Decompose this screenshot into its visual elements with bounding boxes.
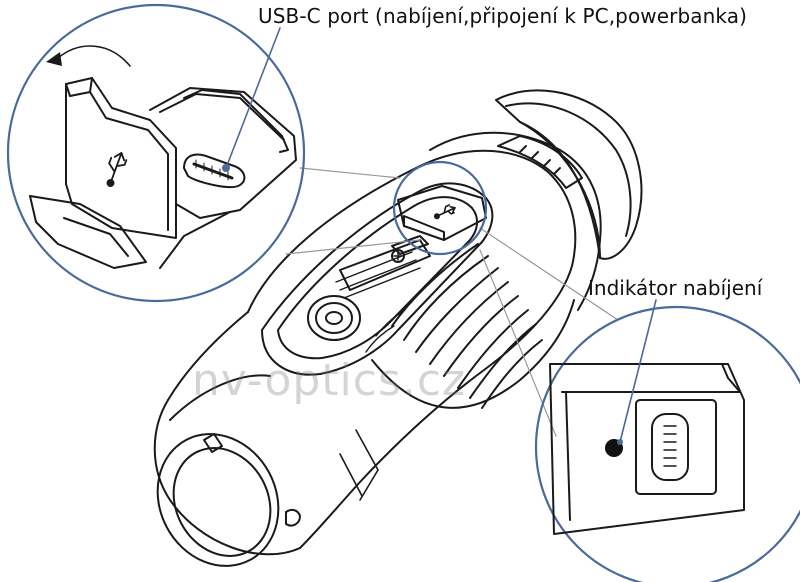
rotation-arrow-icon: [57, 45, 131, 67]
usb-icon: [106, 152, 128, 188]
usb-leader-line: [225, 27, 281, 169]
usb-c-port: [183, 153, 246, 188]
diopter-ring: [497, 135, 583, 189]
usb-c-port-rear: [635, 399, 717, 495]
eyepiece-cup: [495, 89, 643, 260]
charge-indicator-callout: [534, 305, 800, 582]
usb-port-label: USB-C port (nabíjení,připojení k PC,powe…: [258, 4, 747, 28]
watermark: nv-optics.cz: [192, 355, 467, 406]
device-body: [153, 89, 643, 567]
usb-flap-highlight-circle: [392, 160, 488, 256]
usb-icon: [433, 204, 456, 220]
indicator-leader-line: [619, 299, 657, 443]
charge-indicator-label: Indikátor nabíjení: [588, 276, 763, 300]
tripod-screw-icon: [391, 249, 405, 263]
usb-port-callout: [6, 3, 306, 303]
main-button: [307, 295, 361, 341]
lens-cap: [156, 433, 301, 567]
top-panel: [261, 182, 494, 376]
